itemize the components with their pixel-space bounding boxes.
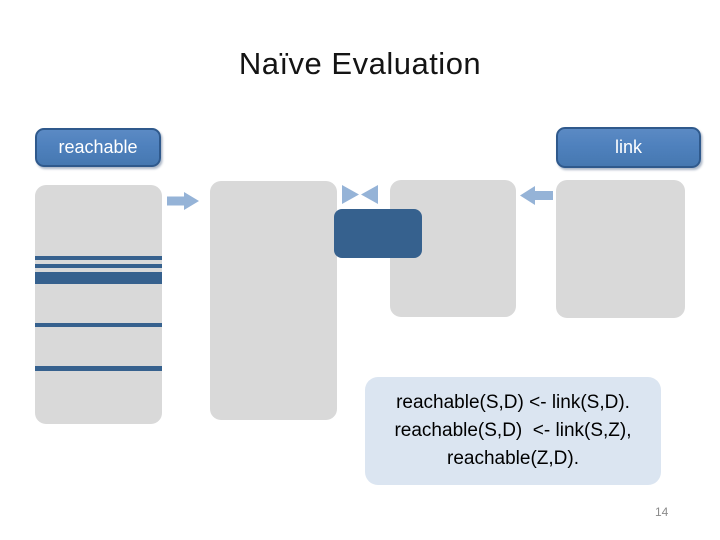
- tuple-row: [35, 366, 162, 371]
- tuple-row: [35, 323, 162, 327]
- join-result-box: [334, 209, 422, 258]
- rule-line-3: reachable(Z,D).: [447, 448, 579, 469]
- reachable-working-table: [210, 181, 337, 420]
- page-number: 14: [655, 505, 669, 519]
- reachable-relation-label: reachable: [35, 128, 161, 167]
- rule-line-2: reachable(S,D) <- link(S,Z),: [394, 420, 632, 441]
- arrow-left-icon: [520, 186, 553, 205]
- link-relation-label: link: [556, 127, 701, 168]
- rule-line-1: reachable(S,D) <- link(S,D).: [396, 392, 630, 413]
- arrow-right-icon: [167, 192, 199, 210]
- join-bowtie-icon: [342, 185, 378, 204]
- link-table: [556, 180, 685, 318]
- tuple-row: [35, 264, 162, 268]
- reachable-table: [35, 185, 162, 424]
- tuple-row: [35, 256, 162, 260]
- slide-title: Naïve Evaluation: [238, 46, 482, 81]
- datalog-rules-box: reachable(S,D) <- link(S,D). reachable(S…: [365, 377, 661, 485]
- tuple-row-thick: [35, 272, 162, 284]
